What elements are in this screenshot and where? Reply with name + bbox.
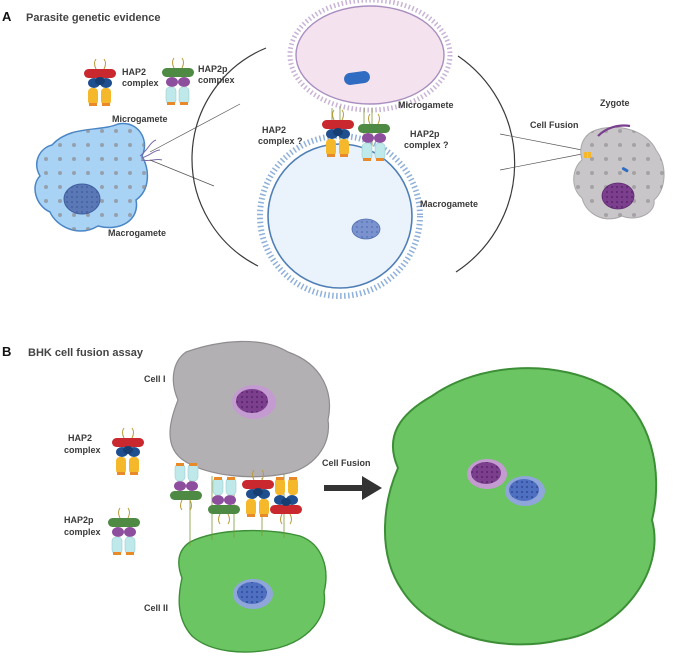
hap2-complex-label-line2: complex [122,78,159,88]
left-macrogamete-nucleus [63,183,101,215]
microgamete-nucleus [344,71,370,85]
hap2-complex-label-line1: HAP2 [122,67,146,77]
zoom-arc-left [191,47,267,267]
center-macrogamete-label: Macrogamete [420,199,478,209]
hap2-complex-glyph [83,58,117,107]
left-microgamete-label: Microgamete [112,114,168,124]
hap2p-complex-label-line1: HAP2p [198,64,228,74]
panel-a-title: Parasite genetic evidence [26,12,161,24]
macrogamete-nucleus [351,218,381,240]
zoom-line-right-upper [499,133,583,151]
panel-b-letter: B [2,344,11,359]
panel-a: A Parasite genetic evidence HAP2 complex… [2,0,665,299]
center-macrogamete [257,133,423,299]
cell-i-label: Cell I [144,374,166,384]
hap2p-complex-label-line2: complex [198,75,235,85]
hap2p-complex-b-label-line1: HAP2p [64,515,94,525]
panel-b-title: BHK cell fusion assay [28,347,144,359]
hap2p-complex-glyph [161,57,195,106]
fused-cell-nucleus-purple [471,462,501,484]
hap2-complex-b-inverted-1 [269,476,303,525]
panel-b: B BHK cell fusion assay Cell I Cell II H… [2,340,658,653]
zygote-membrane-arc [597,124,631,137]
cell-ii-nucleus [237,582,267,604]
zygote-label: Zygote [600,98,630,108]
hap2p-question-label-line1: HAP2p [410,129,440,139]
fused-cell-nucleus-blue [509,479,539,501]
panel-a-letter: A [2,9,12,24]
fusion-arrow-head [362,476,382,500]
hap2p-complex-b-inverted-1 [169,462,203,511]
hap2-question-label-line1: HAP2 [262,125,286,135]
fused-cell [384,367,658,646]
hap2p-complex-b-glyph [107,507,141,556]
hap2p-question-label-line2: complex ? [404,140,449,150]
zygote-nucleus [601,182,635,210]
cell-fusion-label-a: Cell Fusion [530,120,579,130]
hap2-complex-b-label-line2: complex [64,445,101,455]
center-microgamete-label: Microgamete [398,100,454,110]
cell-fusion-label-b: Cell Fusion [322,458,371,468]
zoom-arc-right [455,55,516,273]
hap2-question-label-line2: complex ? [258,136,303,146]
hap2p-complex-b-inverted-2 [207,476,241,525]
cell-ii-label: Cell II [144,603,168,613]
hap2-complex-b-glyph [111,427,145,476]
zoom-line-left-upper [149,103,241,153]
cell-i-nucleus [236,389,268,413]
zoom-line-left-lower [149,159,215,187]
zoom-line-right-lower [499,153,583,171]
center-microgamete [287,0,453,113]
left-macrogamete-label: Macrogamete [108,228,166,238]
hap2-complex-b-label-line1: HAP2 [68,433,92,443]
hap2p-complex-b-label-line2: complex [64,527,101,537]
